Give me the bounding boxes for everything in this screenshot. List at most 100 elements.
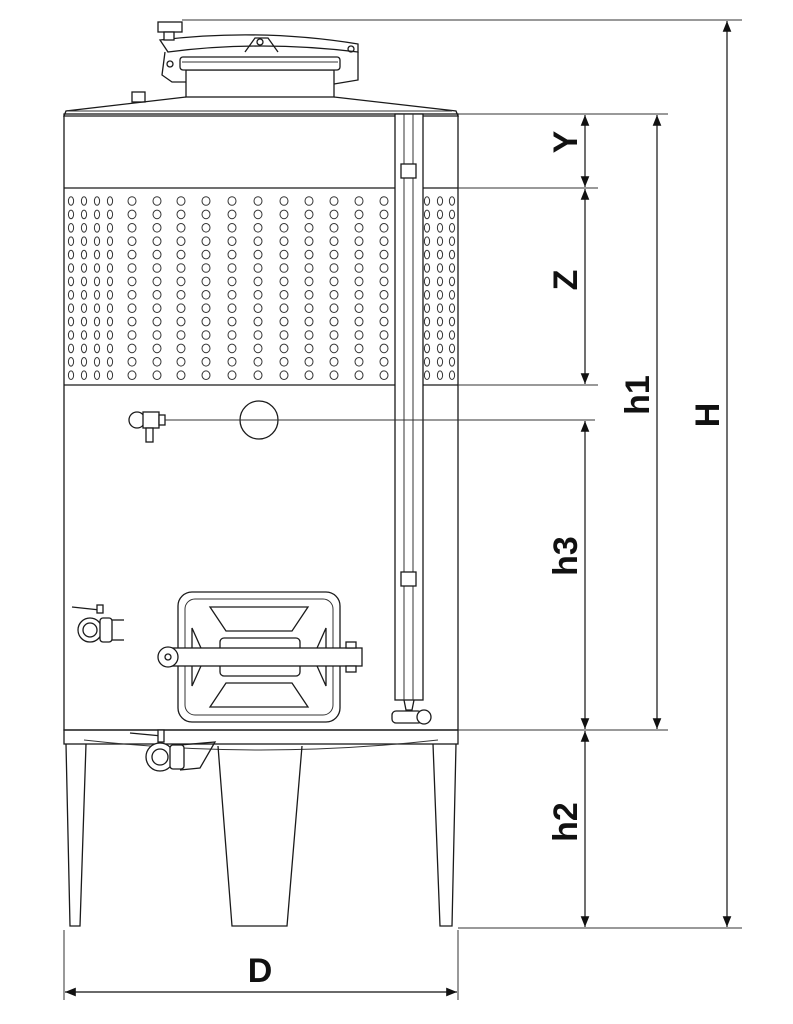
jacket-dimple <box>436 303 444 314</box>
jacket-dimple <box>436 196 444 206</box>
jacket-dimple <box>80 290 88 300</box>
jacket-dimple <box>436 236 444 246</box>
tank-stand <box>63 729 459 927</box>
jacket-dimple <box>304 303 314 314</box>
jacket-dimple <box>279 357 289 367</box>
jacket-dimple <box>176 249 186 260</box>
label-z: Z <box>547 270 585 291</box>
jacket-dimple <box>379 276 389 287</box>
jacket-dimple <box>201 330 211 340</box>
jacket-dimple <box>80 357 88 367</box>
jacket-dimple <box>304 196 314 206</box>
jacket-dimple <box>279 236 289 246</box>
jacket-dimple <box>93 263 101 273</box>
jacket-dimple <box>227 276 237 287</box>
jacket-dimple <box>201 316 211 327</box>
jacket-dimple <box>176 343 186 354</box>
jacket-dimple <box>448 263 456 273</box>
jacket-dimple <box>152 343 162 354</box>
side-valve[interactable] <box>71 604 124 643</box>
jacket-dimple <box>354 370 364 381</box>
jacket-dimple <box>80 263 88 273</box>
jacket-dimple <box>127 343 137 354</box>
jacket-dimple <box>423 236 431 246</box>
jacket-dimple <box>423 276 431 287</box>
jacket-dimple <box>253 290 263 300</box>
jacket-dimple <box>176 370 186 381</box>
sample-valve[interactable] <box>128 411 166 443</box>
jacket-dimple <box>379 370 389 381</box>
jacket-dimple <box>379 263 389 273</box>
jacket-dimple <box>354 196 364 206</box>
jacket-dimple <box>279 330 289 340</box>
jacket-dimple <box>201 290 211 300</box>
jacket-dimple <box>304 276 314 287</box>
jacket-dimple <box>176 263 186 273</box>
label-d: D <box>248 952 273 990</box>
jacket-dimple <box>423 223 431 233</box>
jacket-dimple <box>106 343 114 354</box>
jacket-dimple <box>304 330 314 340</box>
jacket-dimple <box>227 316 237 327</box>
jacket-dimple <box>279 196 289 206</box>
jacket-dimple <box>127 330 137 340</box>
jacket-dimple <box>227 290 237 300</box>
manway-door[interactable] <box>157 591 363 723</box>
jacket-dimple <box>253 330 263 340</box>
cooling-jacket <box>64 187 458 386</box>
jacket-dimple <box>279 370 289 381</box>
jacket-dimple <box>423 249 431 260</box>
jacket-dimple <box>329 330 339 340</box>
jacket-dimple <box>67 276 75 287</box>
label-h2: h2 <box>547 802 585 842</box>
level-gauge <box>391 113 432 725</box>
jacket-dimple <box>93 276 101 287</box>
jacket-dimple <box>127 370 137 381</box>
jacket-dimple <box>67 263 75 273</box>
jacket-dimple <box>67 209 75 220</box>
jacket-dimple <box>201 343 211 354</box>
jacket-dimple <box>253 276 263 287</box>
jacket-dimple <box>436 223 444 233</box>
jacket-dimple <box>80 236 88 246</box>
jacket-dimple <box>106 290 114 300</box>
jacket-dimple <box>93 209 101 220</box>
jacket-dimple <box>106 263 114 273</box>
drain-valve[interactable] <box>129 729 217 772</box>
lid-knob-icon[interactable] <box>157 21 183 33</box>
jacket-dimple <box>93 370 101 381</box>
jacket-dimple <box>279 316 289 327</box>
jacket-dimple <box>176 236 186 246</box>
jacket-dimple <box>127 276 137 287</box>
jacket-dimple <box>279 343 289 354</box>
jacket-dimple <box>227 249 237 260</box>
jacket-dimple <box>93 236 101 246</box>
jacket-dimple <box>152 290 162 300</box>
jacket-dimple <box>279 223 289 233</box>
jacket-dimple <box>152 223 162 233</box>
jacket-dimple <box>93 223 101 233</box>
jacket-dimple <box>80 209 88 220</box>
jacket-dimple <box>227 209 237 220</box>
jacket-dimple <box>67 316 75 327</box>
jacket-dimple <box>329 290 339 300</box>
jacket-dimple <box>127 196 137 206</box>
tank-roof <box>63 96 459 117</box>
jacket-dimple <box>304 290 314 300</box>
jacket-dimple <box>80 196 88 206</box>
jacket-dimple <box>448 196 456 206</box>
jacket-dimple <box>379 330 389 340</box>
jacket-dimple <box>176 303 186 314</box>
jacket-dimple <box>329 263 339 273</box>
jacket-dimple <box>354 303 364 314</box>
jacket-dimple <box>279 249 289 260</box>
jacket-dimple <box>80 223 88 233</box>
jacket-dimple <box>201 223 211 233</box>
jacket-dimple <box>253 209 263 220</box>
jacket-dimple <box>93 196 101 206</box>
manway-handle-icon[interactable] <box>157 646 179 668</box>
jacket-dimple <box>93 343 101 354</box>
jacket-dimple <box>227 330 237 340</box>
jacket-dimple <box>329 357 339 367</box>
jacket-dimple <box>106 370 114 381</box>
